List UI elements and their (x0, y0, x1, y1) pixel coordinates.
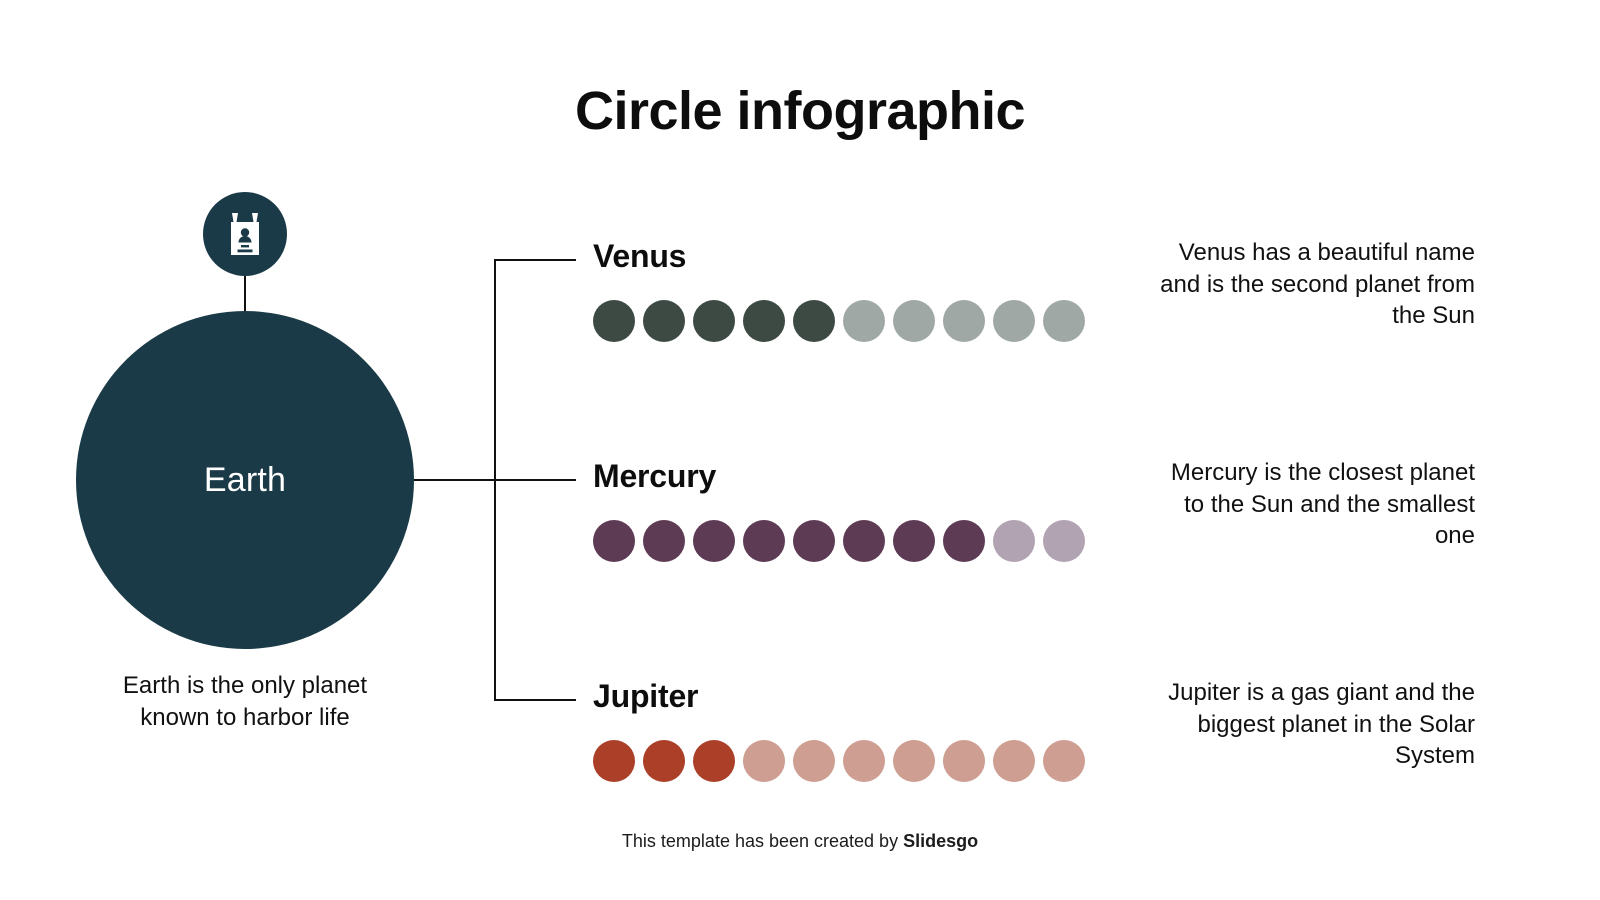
dot-filled (793, 300, 835, 342)
dot-filled (593, 740, 635, 782)
dot-filled (643, 520, 685, 562)
footer-text: This template has been created by (621, 831, 904, 851)
planet-title-jupiter: Jupiter (593, 678, 699, 714)
earth-description: Earth is the only planet known to harbor… (122, 672, 368, 731)
dot-row-mercury (593, 520, 1085, 562)
dot-filled (643, 300, 685, 342)
dot-empty (743, 740, 785, 782)
dot-row-venus (593, 300, 1085, 342)
dot-filled (693, 520, 735, 562)
dot-filled (943, 520, 985, 562)
dot-filled (843, 520, 885, 562)
id-badge-icon (203, 192, 287, 276)
dot-filled (693, 300, 735, 342)
connector-earth-to-trunk (414, 479, 496, 481)
connector-branch-mercury (494, 479, 576, 481)
dot-filled (643, 740, 685, 782)
planet-block-jupiter: Jupiter (593, 680, 1085, 782)
planet-description-mercury: Mercury is the closest planet to the Sun… (1170, 459, 1475, 550)
dot-filled (593, 520, 635, 562)
connector-branch-jupiter (494, 699, 576, 701)
dot-empty (993, 520, 1035, 562)
earth-label: Earth (203, 460, 287, 499)
dot-empty (993, 300, 1035, 342)
dot-filled (743, 520, 785, 562)
dot-empty (843, 300, 885, 342)
dot-empty (893, 300, 935, 342)
connector-branch-venus (494, 259, 576, 261)
dot-empty (943, 300, 985, 342)
dot-filled (593, 300, 635, 342)
dot-empty (793, 740, 835, 782)
footer-credit: This template has been created by Slides… (0, 831, 1600, 852)
planet-block-mercury: Mercury (593, 460, 1085, 562)
dot-empty (843, 740, 885, 782)
dot-empty (1043, 300, 1085, 342)
dot-filled (693, 740, 735, 782)
dot-empty (943, 740, 985, 782)
footer-brand: Slidesgo (903, 831, 979, 851)
dot-filled (893, 520, 935, 562)
dot-empty (1043, 740, 1085, 782)
planet-block-venus: Venus (593, 240, 1085, 342)
dot-empty (1043, 520, 1085, 562)
dot-row-jupiter (593, 740, 1085, 782)
earth-circle: Earth (76, 311, 414, 649)
planet-title-venus: Venus (593, 238, 687, 274)
dot-filled (743, 300, 785, 342)
page-title: Circle infographic (574, 81, 1026, 141)
dot-empty (993, 740, 1035, 782)
dot-filled (793, 520, 835, 562)
badge-connector-line (244, 276, 246, 314)
dot-empty (893, 740, 935, 782)
planet-title-mercury: Mercury (593, 458, 717, 494)
planet-description-jupiter: Jupiter is a gas giant and the biggest p… (1168, 679, 1475, 770)
planet-description-venus: Venus has a beautiful name and is the se… (1160, 239, 1475, 330)
